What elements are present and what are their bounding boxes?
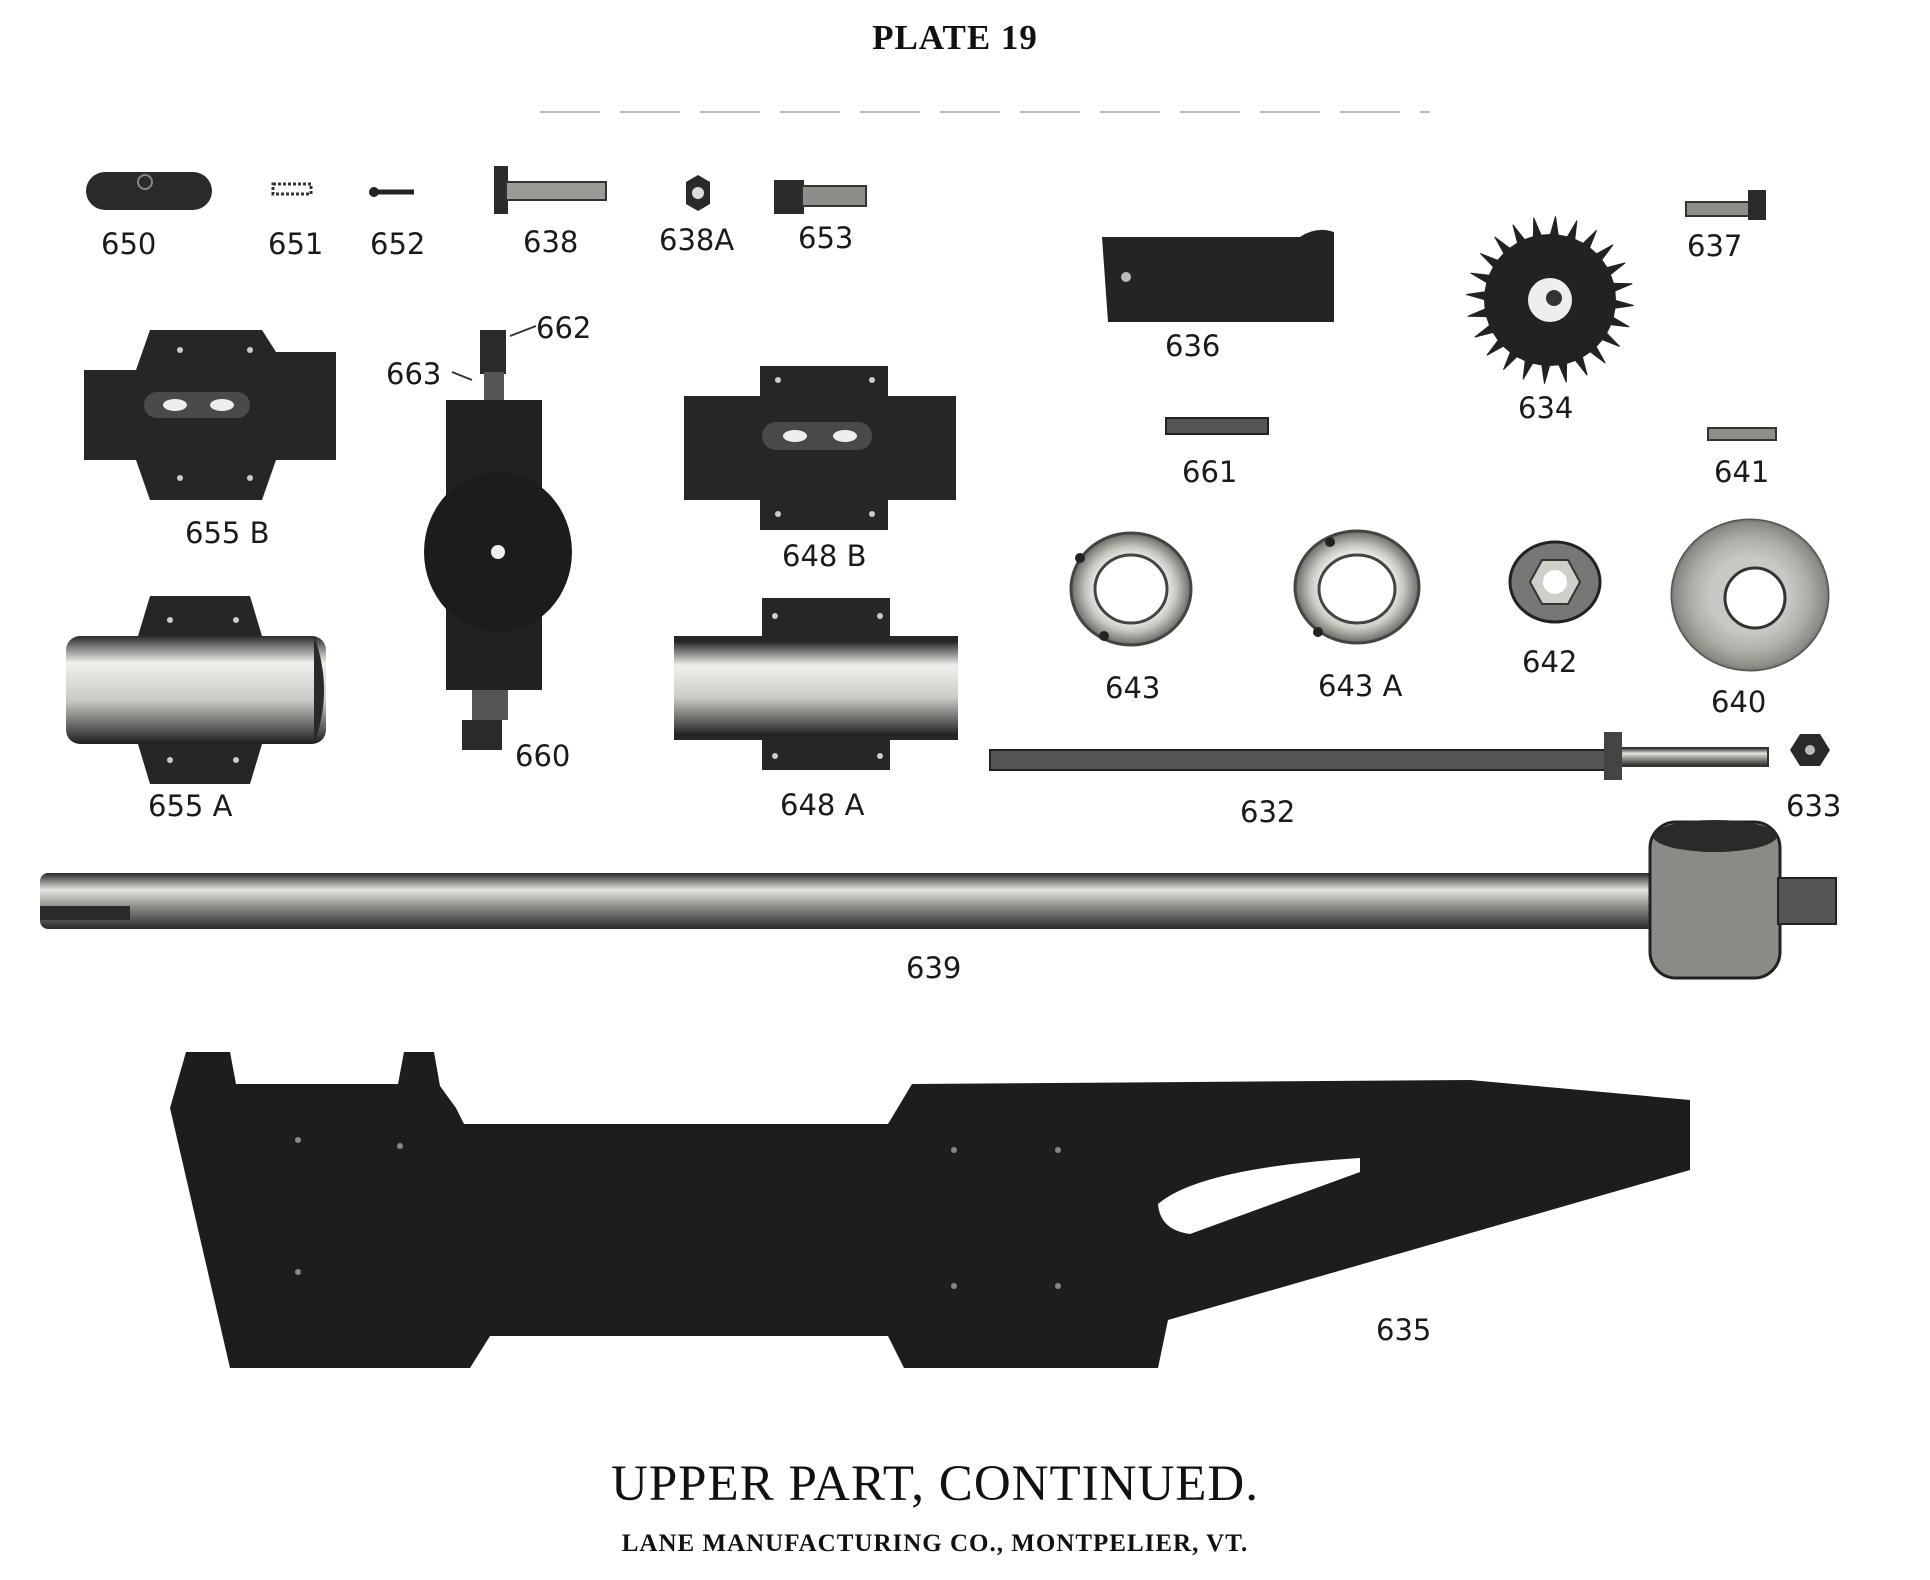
label-633: 633 bbox=[1786, 789, 1841, 823]
leader-662 bbox=[509, 325, 537, 337]
part-641-pin bbox=[1707, 427, 1777, 441]
label-660: 660 bbox=[515, 739, 570, 773]
label-643: 643 bbox=[1105, 671, 1160, 705]
label-643a: 643 A bbox=[1318, 669, 1403, 703]
label-653: 653 bbox=[798, 221, 853, 255]
part-634-bevel-gear bbox=[1466, 216, 1634, 384]
label-640: 640 bbox=[1711, 685, 1766, 719]
label-650: 650 bbox=[101, 227, 156, 261]
part-652-pin bbox=[369, 187, 414, 197]
part-639-shaft bbox=[40, 820, 1837, 980]
part-642-nut bbox=[1508, 540, 1602, 624]
label-639: 639 bbox=[906, 951, 961, 985]
label-635: 635 bbox=[1376, 1313, 1431, 1347]
part-638-bolt bbox=[494, 166, 607, 214]
label-634: 634 bbox=[1518, 391, 1573, 425]
leader-663 bbox=[451, 371, 473, 381]
label-638: 638 bbox=[523, 225, 578, 259]
label-637: 637 bbox=[1687, 229, 1742, 263]
part-650-key bbox=[86, 172, 212, 210]
gear-bore bbox=[1546, 290, 1562, 306]
label-636: 636 bbox=[1165, 329, 1220, 363]
part-651-spring bbox=[271, 182, 313, 196]
part-640-disc bbox=[1670, 518, 1830, 672]
part-660-bracket bbox=[424, 330, 572, 750]
label-648a: 648 A bbox=[780, 788, 865, 822]
parts-illustration: 650 651 652 638 638A 653 636 634 637 662… bbox=[40, 111, 1841, 1368]
label-632: 632 bbox=[1240, 795, 1295, 829]
part-635-frame bbox=[170, 1052, 1690, 1368]
manufacturer-line: LANE MANUFACTURING CO., MONTPELIER, VT. bbox=[621, 1530, 1249, 1557]
label-648b: 648 B bbox=[782, 539, 866, 573]
plate-caption: UPPER PART, CONTINUED. bbox=[610, 1456, 1260, 1512]
part-636-lever bbox=[1102, 229, 1334, 322]
part-648a-housing bbox=[674, 598, 958, 770]
part-655b-housing bbox=[84, 330, 336, 500]
part-637-screw bbox=[1685, 190, 1766, 220]
part-633-nut bbox=[1790, 734, 1830, 766]
label-663: 663 bbox=[386, 357, 441, 391]
plate-title: PLATE 19 bbox=[872, 18, 1038, 57]
part-632-screw-shaft bbox=[989, 732, 1769, 780]
part-643-collar bbox=[1069, 531, 1193, 647]
label-661: 661 bbox=[1182, 455, 1237, 489]
part-653-bolt bbox=[774, 180, 867, 214]
part-655a-housing bbox=[66, 596, 326, 784]
label-638a: 638A bbox=[659, 223, 734, 257]
label-641: 641 bbox=[1714, 455, 1769, 489]
part-648b-housing bbox=[684, 366, 956, 530]
part-643a-collar bbox=[1293, 529, 1421, 645]
label-655a: 655 A bbox=[148, 789, 233, 823]
part-638a-nut bbox=[686, 175, 710, 211]
label-652: 652 bbox=[370, 227, 425, 261]
label-662: 662 bbox=[536, 311, 591, 345]
part-661-pin bbox=[1165, 417, 1269, 435]
label-642: 642 bbox=[1522, 645, 1577, 679]
label-655b: 655 B bbox=[185, 516, 269, 550]
label-651: 651 bbox=[268, 227, 323, 261]
